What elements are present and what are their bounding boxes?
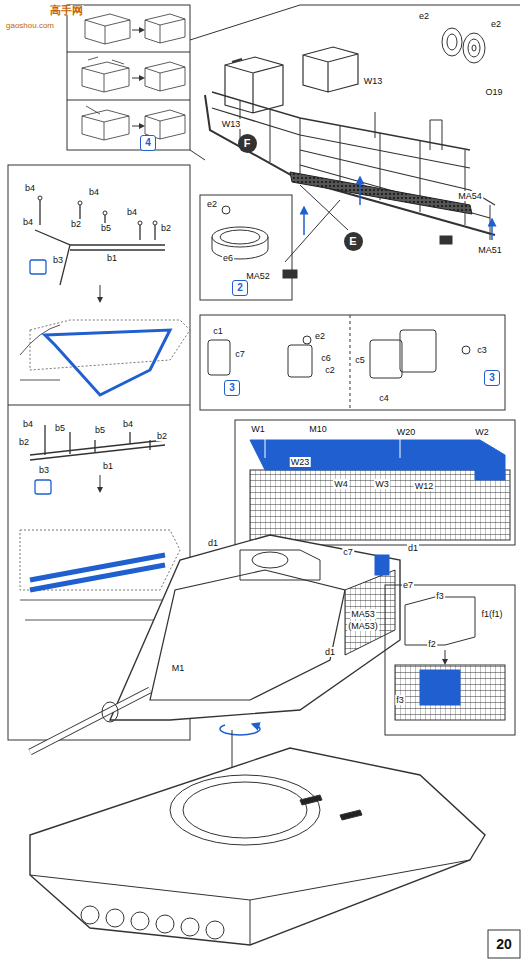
part-number: W3 — [374, 479, 390, 489]
step-number: 20 — [491, 933, 517, 955]
part-number: W4 — [333, 479, 349, 489]
part-number: f3 — [435, 591, 445, 601]
part-number: b5 — [54, 423, 66, 433]
node-label: 2 — [237, 283, 243, 293]
part-number: W13 — [363, 76, 384, 86]
node-label: 4 — [145, 138, 151, 148]
part-number: c2 — [324, 365, 336, 375]
part-number: c6 — [320, 353, 332, 363]
part-number: e2 — [490, 19, 502, 29]
part-number: b4 — [24, 183, 36, 193]
part-number: c1 — [212, 326, 224, 336]
part-number: b2 — [70, 219, 82, 229]
part-number: b5 — [94, 425, 106, 435]
part-number: e2 — [206, 199, 218, 209]
part-number: W23 — [290, 457, 311, 467]
part-number: c7 — [234, 349, 246, 359]
part-number: c7 — [342, 547, 354, 557]
part-number: b4 — [88, 187, 100, 197]
part-number: M10 — [308, 424, 328, 434]
part-number: W12 — [414, 481, 435, 491]
watermark: gaoshou.com — [5, 21, 55, 31]
part-number: e6 — [222, 253, 234, 263]
part-number: d1 — [207, 538, 219, 548]
node-label: 3 — [489, 373, 495, 383]
part-number: e2 — [314, 331, 326, 341]
quantity-icon: 2 — [232, 280, 248, 296]
part-number: b4 — [126, 207, 138, 217]
part-number: W20 — [396, 427, 417, 437]
part-number: b1 — [106, 253, 118, 263]
part-number: b3 — [52, 255, 64, 265]
part-number: e7 — [402, 580, 414, 590]
part-number: b5 — [100, 223, 112, 233]
subassembly-marker: F — [238, 134, 257, 153]
part-number: O19 — [484, 87, 503, 97]
part-number: b1 — [102, 461, 114, 471]
part-number: MA54 — [457, 191, 483, 201]
subassembly-marker: E — [344, 232, 363, 251]
part-number: f3 — [395, 695, 405, 705]
part-number: b4 — [122, 419, 134, 429]
quantity-icon: 4 — [140, 135, 156, 151]
quantity-icon: 3 — [484, 370, 500, 386]
part-number: c3 — [476, 345, 488, 355]
part-number: W2 — [474, 427, 490, 437]
quantity-icon: 3 — [224, 380, 240, 396]
part-number: d1 — [324, 647, 336, 657]
part-number: b2 — [18, 437, 30, 447]
part-number: W13 — [221, 119, 242, 129]
part-number: f1(f1) — [480, 609, 503, 619]
part-number: MA52 — [245, 271, 271, 281]
node-label: F — [244, 138, 251, 149]
part-number: c4 — [378, 393, 390, 403]
part-number: b4 — [22, 217, 34, 227]
part-number: M1 — [171, 663, 186, 673]
node-label: 20 — [496, 937, 512, 951]
watermark: 高手网 — [49, 5, 84, 15]
part-number: b2 — [156, 431, 168, 441]
part-number: (MA53) — [347, 621, 379, 631]
node-label: 3 — [229, 383, 235, 393]
part-number: W1 — [250, 424, 266, 434]
part-number: b4 — [22, 419, 34, 429]
part-number: MA51 — [477, 245, 503, 255]
part-number: b3 — [38, 465, 50, 475]
part-number: c5 — [354, 355, 366, 365]
node-label: E — [349, 236, 356, 247]
part-number: b2 — [160, 223, 172, 233]
part-number: MA53 — [350, 609, 376, 619]
part-number: e2 — [418, 11, 430, 21]
part-number: d1 — [407, 543, 419, 553]
part-number: f2 — [427, 639, 437, 649]
